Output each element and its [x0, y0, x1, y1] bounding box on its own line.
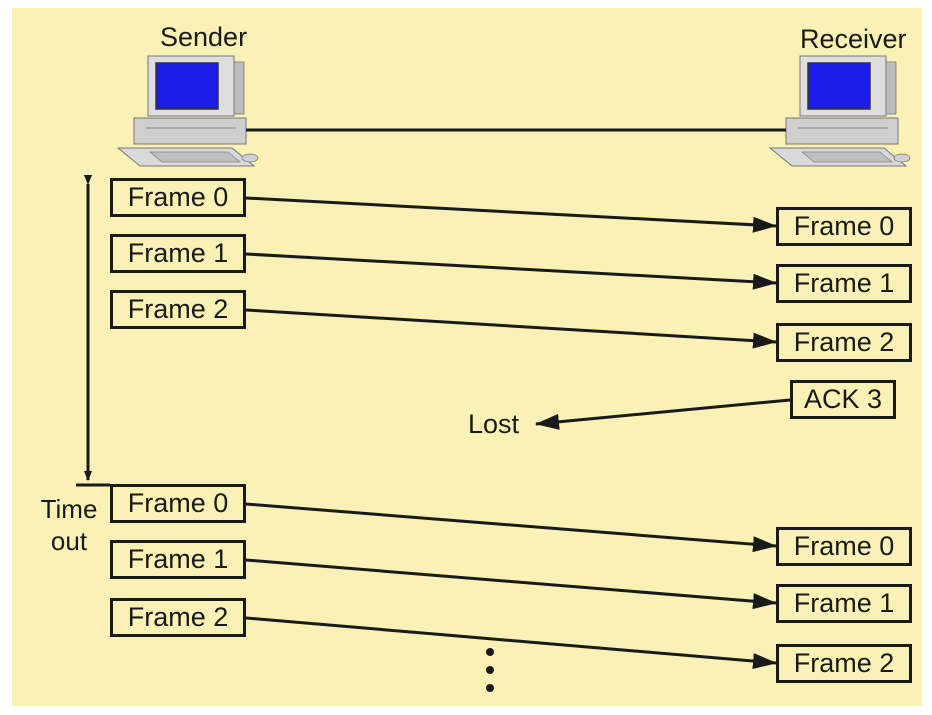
received-frame-2: Frame 2 — [776, 323, 912, 362]
resend-arrow-frame-1 — [245, 558, 777, 610]
send-arrow-frame-0 — [245, 196, 777, 233]
sender-computer-icon — [116, 55, 259, 167]
resend-arrow-frame-2 — [245, 616, 777, 670]
resent-frame-0: Frame 0 — [110, 484, 246, 523]
timeout-label: Time out — [40, 494, 98, 556]
sender-label: Sender — [160, 22, 248, 52]
received-again-frame-1: Frame 1 — [776, 584, 912, 623]
receiver-label: Receiver — [800, 24, 907, 54]
received-again-frame-0: Frame 0 — [776, 527, 912, 566]
ack-box: ACK 3 — [790, 380, 896, 419]
resent-frame-1: Frame 1 — [110, 540, 246, 579]
lost-label: Lost — [468, 409, 520, 439]
receiver-computer-icon — [768, 55, 911, 167]
ack-lost-arrow — [535, 398, 791, 430]
send-arrow-frame-1 — [245, 252, 777, 290]
received-frame-0: Frame 0 — [776, 207, 912, 246]
ellipsis-dot — [486, 648, 494, 656]
sent-frame-0: Frame 0 — [110, 178, 246, 217]
received-again-frame-2: Frame 2 — [776, 644, 912, 683]
resend-arrow-frame-0 — [245, 502, 777, 553]
ellipsis-dot — [486, 684, 494, 692]
resent-frame-2: Frame 2 — [110, 598, 246, 637]
sent-frame-2: Frame 2 — [110, 290, 246, 329]
sent-frame-1: Frame 1 — [110, 234, 246, 273]
send-arrow-frame-2 — [245, 308, 777, 349]
ellipsis-dot — [486, 666, 494, 674]
received-frame-1: Frame 1 — [776, 264, 912, 303]
